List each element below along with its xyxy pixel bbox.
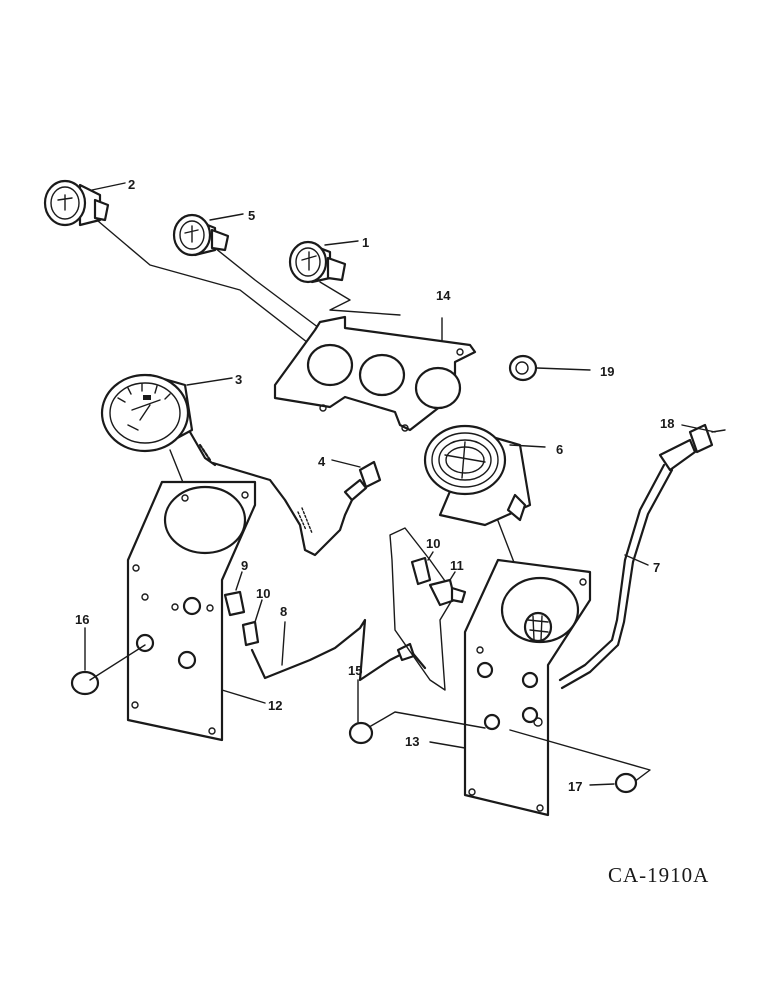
instrument-panel-14	[273, 315, 477, 432]
callout-11: 11	[450, 558, 464, 573]
bracket-12	[126, 480, 266, 742]
callout-15: 15	[348, 663, 362, 678]
callout-9: 9	[241, 558, 248, 573]
gauge-5	[172, 213, 244, 257]
fitting-9	[223, 571, 246, 617]
callout-2: 2	[128, 177, 135, 192]
callout-12: 12	[268, 698, 282, 713]
plug-15	[348, 679, 374, 745]
callout-labels: 2 5 1 14 19 3 4 6 18 7 9 10 8 10 11 16 1…	[75, 177, 674, 794]
callout-13: 13	[405, 734, 419, 749]
oil-tube-8	[250, 618, 427, 682]
callout-10-right: 10	[426, 536, 440, 551]
callout-1: 1	[362, 235, 369, 250]
fitting-10-right	[410, 551, 434, 586]
callout-10-left: 10	[256, 586, 270, 601]
callout-19: 19	[600, 364, 614, 379]
speedometer-cable-7	[558, 423, 726, 690]
callout-14: 14	[436, 288, 451, 303]
drawing-code: CA-1910A	[608, 863, 709, 887]
gauge-2	[43, 179, 126, 227]
callout-5: 5	[248, 208, 255, 223]
callout-17: 17	[568, 779, 582, 794]
plug-17	[589, 772, 638, 794]
cable-assembly	[211, 459, 382, 557]
bracket-13	[429, 558, 592, 817]
gauge-6	[423, 424, 546, 527]
callout-7: 7	[653, 560, 660, 575]
tachometer-gauge-3	[100, 373, 233, 467]
nut-19	[508, 354, 591, 382]
callout-18: 18	[660, 416, 674, 431]
callout-6: 6	[556, 442, 563, 457]
callout-8: 8	[280, 604, 287, 619]
plug-16	[70, 627, 146, 696]
callout-4: 4	[318, 454, 326, 469]
angled-plate	[389, 527, 456, 691]
drive-gear-fitting	[523, 611, 553, 643]
fitting-10-left	[241, 599, 263, 647]
plug-leaders	[363, 711, 651, 786]
callout-3: 3	[235, 372, 242, 387]
callout-16: 16	[75, 612, 89, 627]
elbow-fitting-11	[428, 571, 467, 607]
gauge-1	[288, 240, 359, 284]
